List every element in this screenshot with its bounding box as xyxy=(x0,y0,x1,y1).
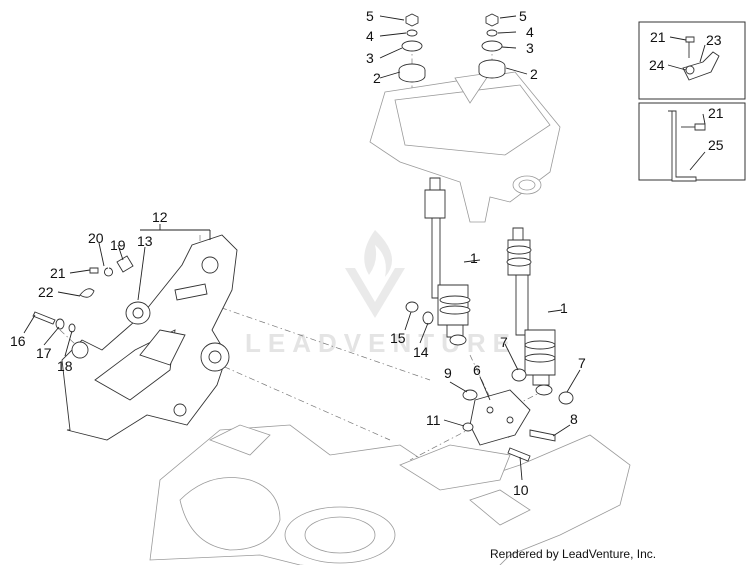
top-mount-stack-left xyxy=(398,13,426,83)
callout-numbers: 5 4 3 2 5 4 3 2 21 23 24 21 25 1 1 12 13… xyxy=(10,8,724,498)
callout-9: 9 xyxy=(444,365,452,381)
watermark-logo xyxy=(345,230,405,318)
callout-3-left: 3 xyxy=(366,50,374,66)
callout-11: 11 xyxy=(426,412,441,428)
callout-16: 16 xyxy=(10,333,26,349)
callout-8: 8 xyxy=(570,411,578,427)
callout-5-right: 5 xyxy=(519,8,527,24)
callout-21-inset-2: 21 xyxy=(708,105,724,121)
inset-box-support xyxy=(638,102,746,181)
callout-12: 12 xyxy=(152,209,168,225)
callout-21-left: 21 xyxy=(50,265,66,281)
watermark-text: LEADVENTURE xyxy=(245,328,517,358)
callout-15: 15 xyxy=(390,330,406,346)
top-mount-stack-right xyxy=(478,13,506,79)
callout-21-inset: 21 xyxy=(650,29,666,45)
callout-24: 24 xyxy=(649,57,665,73)
callout-1-right: 1 xyxy=(560,300,568,316)
frame-crossmember xyxy=(369,71,561,223)
callout-7-left: 7 xyxy=(500,334,508,350)
lower-mount-plate xyxy=(462,368,574,462)
shock-absorber-left xyxy=(424,177,471,346)
inset-support-parts xyxy=(668,110,706,182)
callout-22: 22 xyxy=(38,284,54,300)
inset-box-bracket xyxy=(638,21,746,100)
callout-4-left: 4 xyxy=(366,28,374,44)
small-washers-center xyxy=(405,301,434,325)
callout-14: 14 xyxy=(413,344,429,360)
callout-13: 13 xyxy=(137,233,153,249)
callout-10: 10 xyxy=(513,482,529,498)
callout-5-left: 5 xyxy=(366,8,374,24)
callout-2-right: 2 xyxy=(530,66,538,82)
callout-19: 19 xyxy=(110,237,126,253)
callout-23: 23 xyxy=(706,32,722,48)
callout-18: 18 xyxy=(57,358,73,374)
callout-2-left: 2 xyxy=(373,70,381,86)
callout-7-right: 7 xyxy=(578,355,586,371)
credit-text: Rendered by LeadVenture, Inc. xyxy=(490,547,657,561)
bearing-and-shaft xyxy=(125,283,208,325)
leader-lines xyxy=(23,15,706,481)
engine-mount-bracket xyxy=(61,234,238,441)
small-fasteners-left xyxy=(32,255,134,333)
callout-20: 20 xyxy=(88,230,104,246)
callout-25: 25 xyxy=(708,137,724,153)
callout-6: 6 xyxy=(473,362,481,378)
shock-absorber-right xyxy=(506,227,556,396)
callout-4-right: 4 xyxy=(526,24,534,40)
callout-3-right: 3 xyxy=(526,40,534,56)
callout-17: 17 xyxy=(36,345,52,361)
callout-1-left: 1 xyxy=(470,250,478,266)
engine-outline xyxy=(149,424,631,565)
